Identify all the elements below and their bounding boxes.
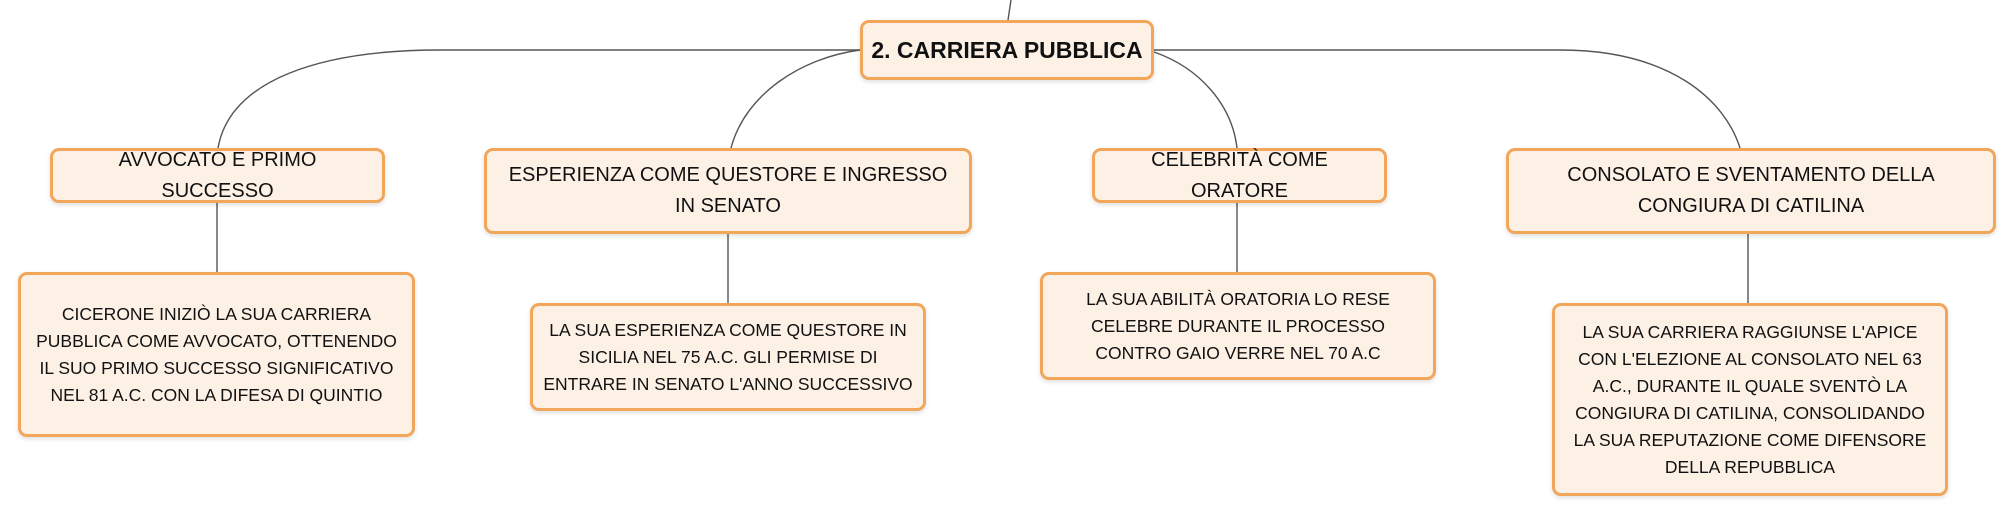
detail-node-questore[interactable]: LA SUA ESPERIENZA COME QUESTORE IN SICIL… [530, 303, 926, 411]
topic-label: CELEBRITÀ COME ORATORE [1151, 148, 1328, 202]
topic-node-consolato[interactable]: CONSOLATO E SVENTAMENTO DELLA CONGIURA D… [1506, 148, 1996, 234]
connector-parent-to-root [1007, 0, 1012, 21]
detail-text: LA SUA ESPERIENZA COME QUESTORE IN SICIL… [543, 319, 913, 394]
detail-text: LA SUA CARRIERA RAGGIUNSE L'APICE CON L'… [1573, 321, 1927, 477]
connector-root-to-topic-3 [1153, 51, 1238, 149]
topic-node-questore[interactable]: ESPERIENZA COME QUESTORE E INGRESSO IN S… [484, 148, 972, 234]
topic-label: AVVOCATO E PRIMO SUCCESSO [118, 148, 317, 202]
detail-node-consolato[interactable]: LA SUA CARRIERA RAGGIUNSE L'APICE CON L'… [1552, 303, 1948, 496]
detail-text: LA SUA ABILITÀ ORATORIA LO RESE CELEBRE … [1086, 288, 1390, 363]
root-label: 2. CARRIERA PUBBLICA [871, 36, 1143, 63]
connector-root-to-topic-4 [1154, 49, 1741, 149]
connector-root-to-topic-1 [217, 49, 860, 149]
topic-label: ESPERIENZA COME QUESTORE E INGRESSO IN S… [508, 164, 948, 217]
topic-node-avvocato[interactable]: AVVOCATO E PRIMO SUCCESSO [50, 148, 385, 203]
detail-node-avvocato[interactable]: CICERONE INIZIÒ LA SUA CARRIERA PUBBLICA… [18, 272, 415, 437]
detail-text: CICERONE INIZIÒ LA SUA CARRIERA PUBBLICA… [36, 303, 397, 405]
root-node[interactable]: 2. CARRIERA PUBBLICA [860, 20, 1154, 80]
topic-label: CONSOLATO E SVENTAMENTO DELLA CONGIURA D… [1567, 164, 1935, 217]
topic-node-oratore[interactable]: CELEBRITÀ COME ORATORE [1092, 148, 1387, 203]
detail-node-oratore[interactable]: LA SUA ABILITÀ ORATORIA LO RESE CELEBRE … [1040, 272, 1436, 380]
connector-root-to-topic-2 [730, 49, 861, 149]
